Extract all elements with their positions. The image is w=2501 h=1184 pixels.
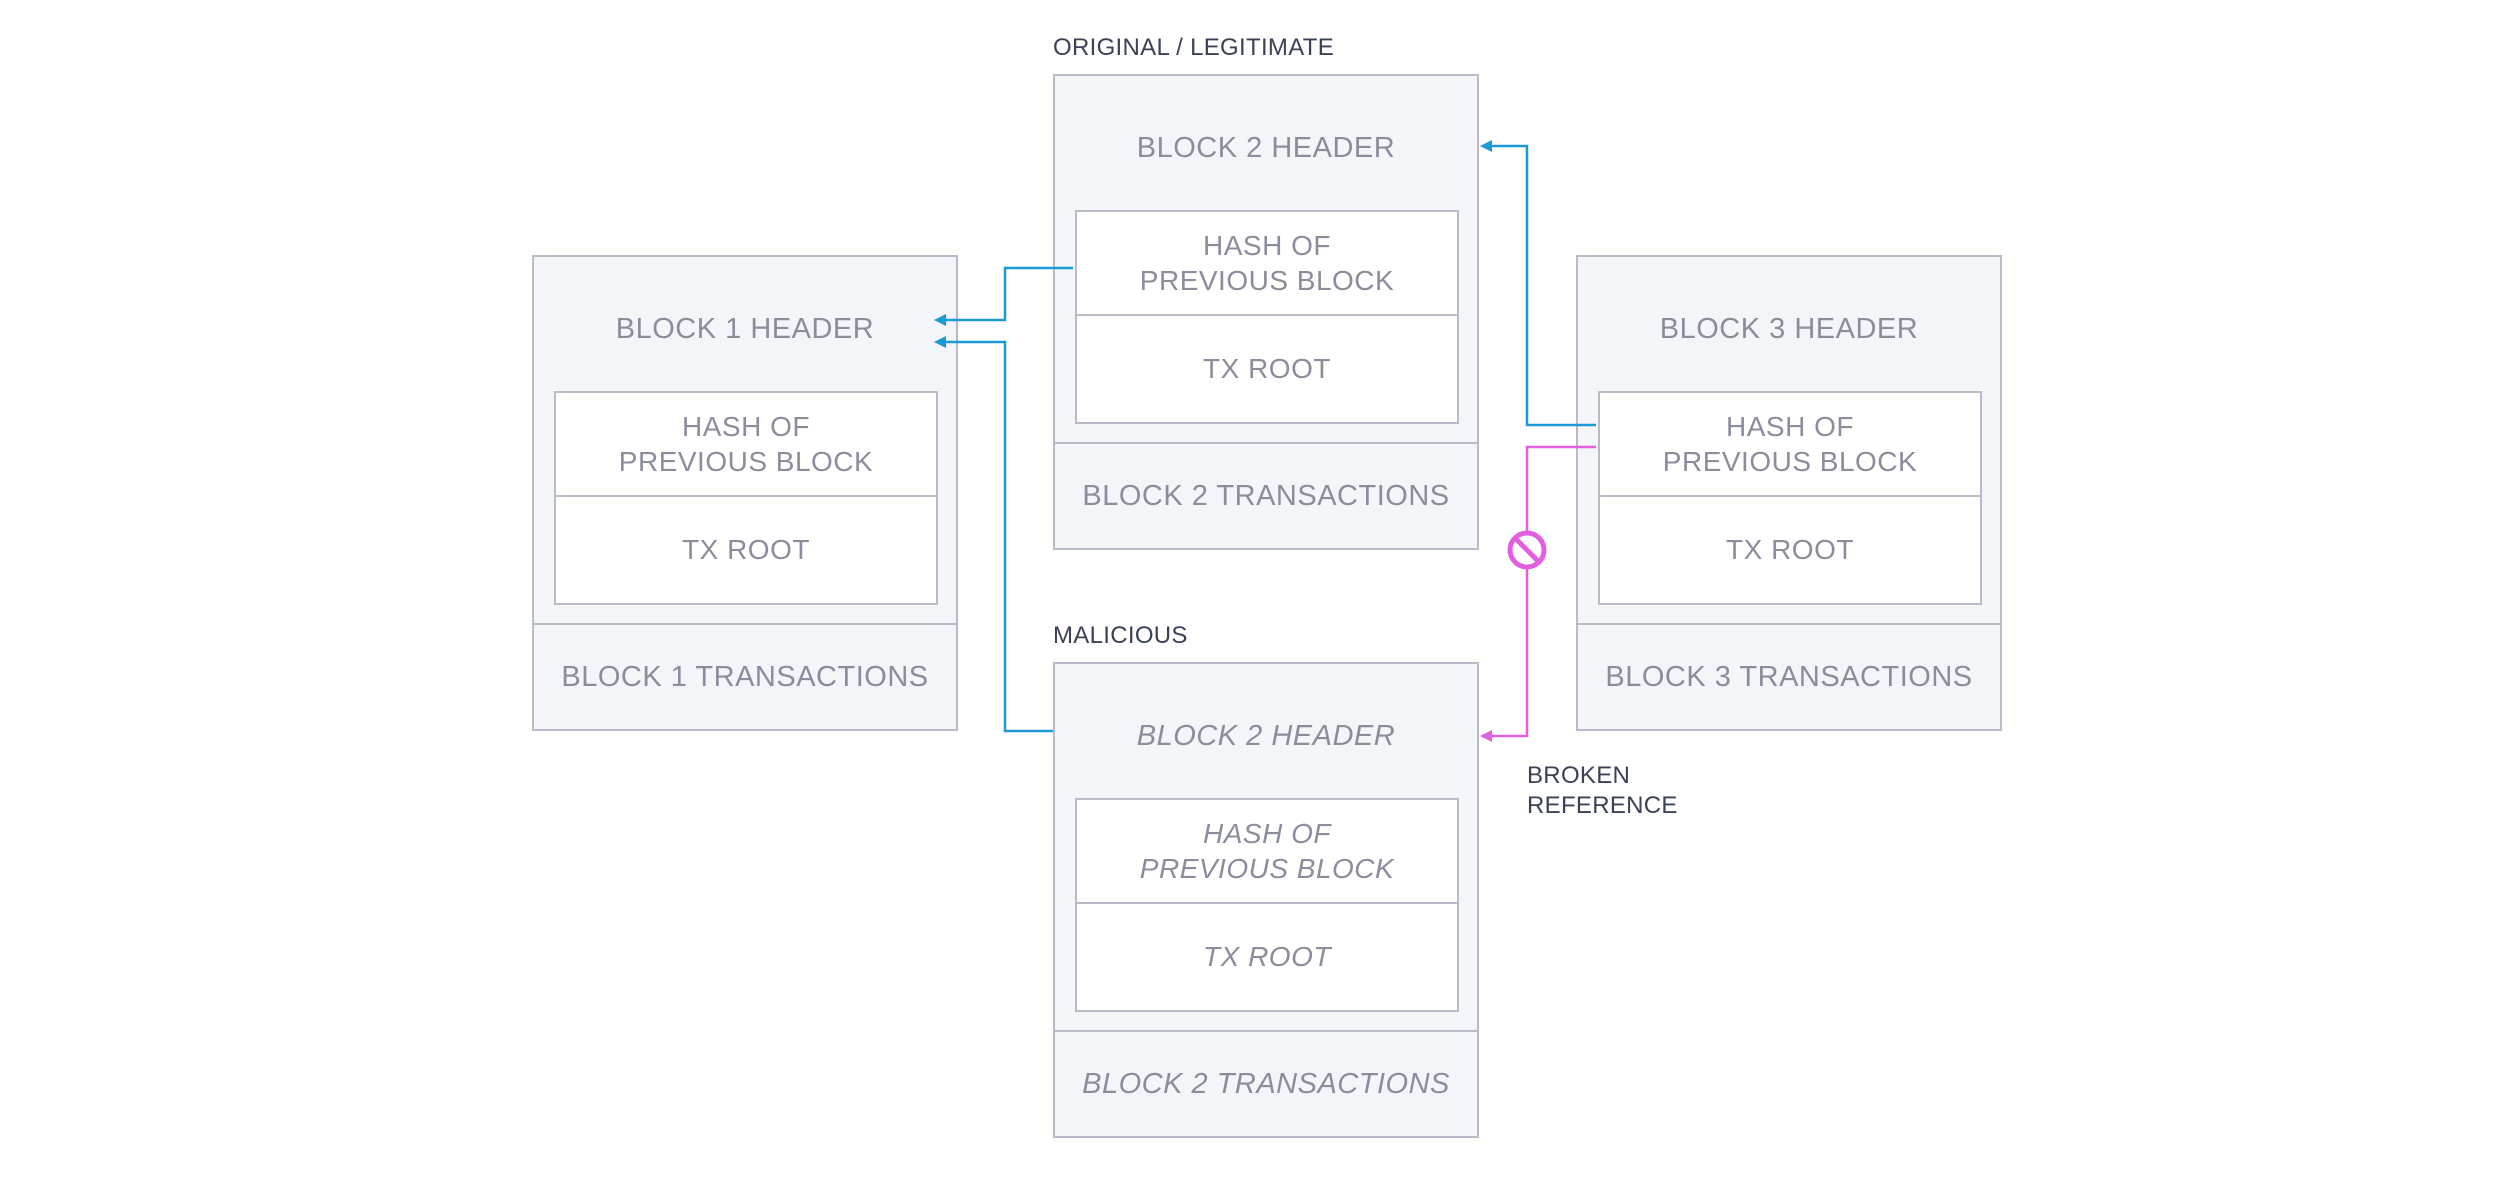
block-2-original-header-label: BLOCK 2 HEADER [1136,132,1396,164]
caption-original-legitimate: ORIGINAL / LEGITIMATE [1053,34,1335,61]
caption-broken-reference: BROKEN REFERENCE [1527,761,1678,821]
block-2-original-header-fields: HASH OF PREVIOUS BLOCK TX ROOT [1075,210,1459,424]
caption-broken-line2: REFERENCE [1527,792,1678,819]
block-2-original-tx-root: TX ROOT [1203,353,1331,384]
link-block2-original-to-block1 [944,266,1073,322]
link-block3-to-block2-original [1490,144,1596,427]
block-2-malicious-header-label: BLOCK 2 HEADER [1136,720,1396,752]
block-2-original-hash-line2: PREVIOUS BLOCK [1139,265,1395,296]
block-3-divider [1578,623,2000,625]
block-2-malicious-hash-of-previous-block: HASH OF PREVIOUS BLOCK [1077,800,1457,904]
block-2-malicious-hash-line2: PREVIOUS BLOCK [1139,853,1395,884]
block-3-hash-line1: HASH OF [1726,411,1854,442]
block-3-header-label: BLOCK 3 HEADER [1659,313,1919,345]
block-3-header-fields: HASH OF PREVIOUS BLOCK TX ROOT [1598,391,1982,605]
block-1-header-label: BLOCK 1 HEADER [615,313,875,345]
block-1-hash-of-previous-block: HASH OF PREVIOUS BLOCK [556,393,936,497]
arrowhead-block2-malicious-to-block1 [934,336,946,348]
block-2-original-divider [1055,442,1477,444]
prohibited-icon [1507,530,1547,570]
block-1-divider [534,623,956,625]
link-block3-to-block2-malicious-broken [1490,445,1596,738]
block-2-original: BLOCK 2 HEADER HASH OF PREVIOUS BLOCK TX… [1053,74,1479,550]
caption-broken-line1: BROKEN [1527,762,1631,789]
block-2-malicious-transactions: BLOCK 2 TRANSACTIONS [1082,1068,1450,1100]
arrowhead-block3-to-block2-original [1480,140,1492,152]
block-2-malicious-divider [1055,1030,1477,1032]
block-3: BLOCK 3 HEADER HASH OF PREVIOUS BLOCK TX… [1576,255,2002,731]
block-1-hash-line2: PREVIOUS BLOCK [618,446,874,477]
block-1-hash-line1: HASH OF [682,411,810,442]
block-2-malicious-header-fields: HASH OF PREVIOUS BLOCK TX ROOT [1075,798,1459,1012]
caption-malicious: MALICIOUS [1053,622,1188,649]
block-2-malicious: BLOCK 2 HEADER HASH OF PREVIOUS BLOCK TX… [1053,662,1479,1138]
block-1-transactions: BLOCK 1 TRANSACTIONS [561,661,929,693]
block-1: BLOCK 1 HEADER HASH OF PREVIOUS BLOCK TX… [532,255,958,731]
arrowhead-block2-original-to-block1 [934,314,946,326]
block-2-original-hash-line1: HASH OF [1203,230,1331,261]
block-3-hash-of-previous-block: HASH OF PREVIOUS BLOCK [1600,393,1980,497]
block-2-malicious-tx-root: TX ROOT [1203,941,1331,972]
block-1-tx-root: TX ROOT [682,534,810,565]
block-1-header-fields: HASH OF PREVIOUS BLOCK TX ROOT [554,391,938,605]
block-3-hash-line2: PREVIOUS BLOCK [1662,446,1918,477]
block-2-original-transactions: BLOCK 2 TRANSACTIONS [1082,480,1450,512]
block-2-original-hash-of-previous-block: HASH OF PREVIOUS BLOCK [1077,212,1457,316]
block-2-malicious-hash-line1: HASH OF [1203,818,1331,849]
link-block2-malicious-to-block1 [944,340,1053,733]
block-3-tx-root: TX ROOT [1726,534,1854,565]
block-3-transactions: BLOCK 3 TRANSACTIONS [1605,661,1973,693]
arrowhead-block3-to-block2-malicious [1480,730,1492,742]
